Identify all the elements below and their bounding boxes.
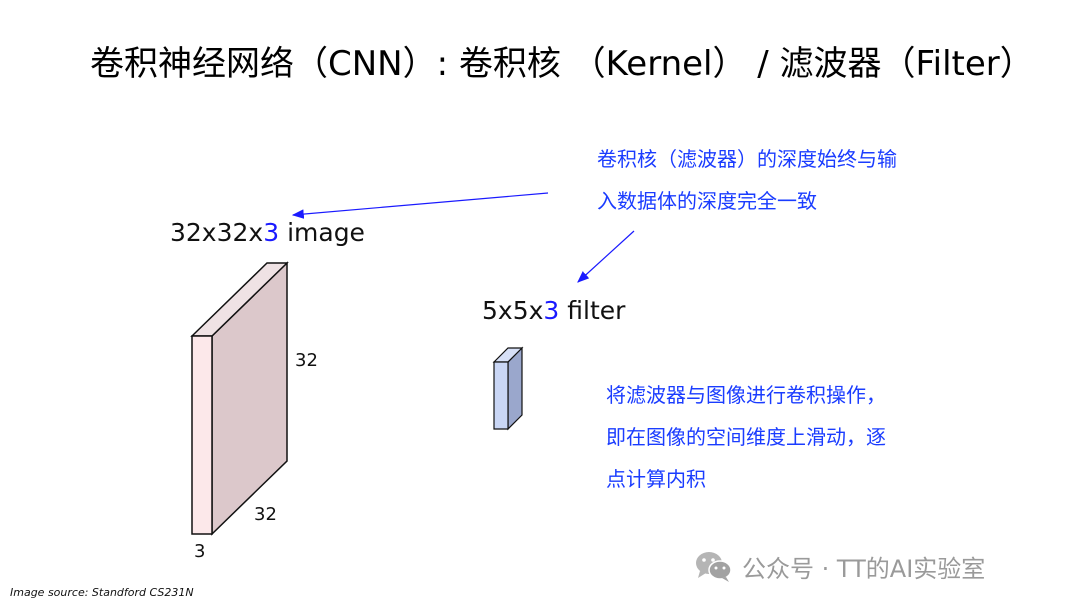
image-volume-side: [211, 261, 288, 536]
arrow-to-image-label: [291, 192, 549, 219]
filter-dimension-prefix: 5x5x: [482, 296, 544, 325]
watermark: 公众号 · TT的AI实验室: [694, 546, 985, 586]
filter-volume: [492, 346, 524, 431]
wechat-icon: [696, 552, 732, 582]
convolution-note-line: 将滤波器与图像进行卷积操作，: [606, 383, 886, 407]
arrow-to-filter-label: [577, 230, 635, 283]
depth-note-line: 入数据体的深度完全一致: [597, 189, 817, 213]
image-height-label: 32: [295, 350, 318, 371]
convolution-note: 将滤波器与图像进行卷积操作， 即在图像的空间维度上滑动，逐 点计算内积: [606, 374, 886, 500]
image-dimension-label: 32x32x3 image: [170, 218, 365, 247]
convolution-note-line: 点计算内积: [606, 467, 706, 491]
image-volume: [190, 261, 289, 536]
filter-volume-front: [493, 361, 509, 430]
watermark-text: 公众号 · TT的AI实验室: [742, 554, 986, 583]
image-depth-label: 3: [194, 541, 206, 562]
depth-note: 卷积核（滤波器）的深度始终与输 入数据体的深度完全一致: [597, 138, 897, 222]
convolution-note-line: 即在图像的空间维度上滑动，逐: [606, 425, 886, 449]
slide-title: 卷积神经网络（CNN）: 卷积核 （Kernel） / 滤波器（Filter）: [90, 44, 1034, 84]
depth-note-line: 卷积核（滤波器）的深度始终与输: [597, 147, 897, 171]
filter-dimension-label: 5x5x3 filter: [482, 296, 625, 325]
filter-dimension-suffix: filter: [559, 296, 626, 325]
image-source-caption: Image source: Standford CS231N: [10, 586, 194, 599]
image-width-label: 32: [254, 504, 277, 525]
image-dimension-prefix: 32x32x: [170, 218, 264, 247]
filter-depth-highlight: 3: [543, 296, 560, 325]
image-depth-highlight: 3: [263, 218, 280, 247]
image-dimension-suffix: image: [279, 218, 365, 247]
image-volume-front: [191, 335, 213, 535]
